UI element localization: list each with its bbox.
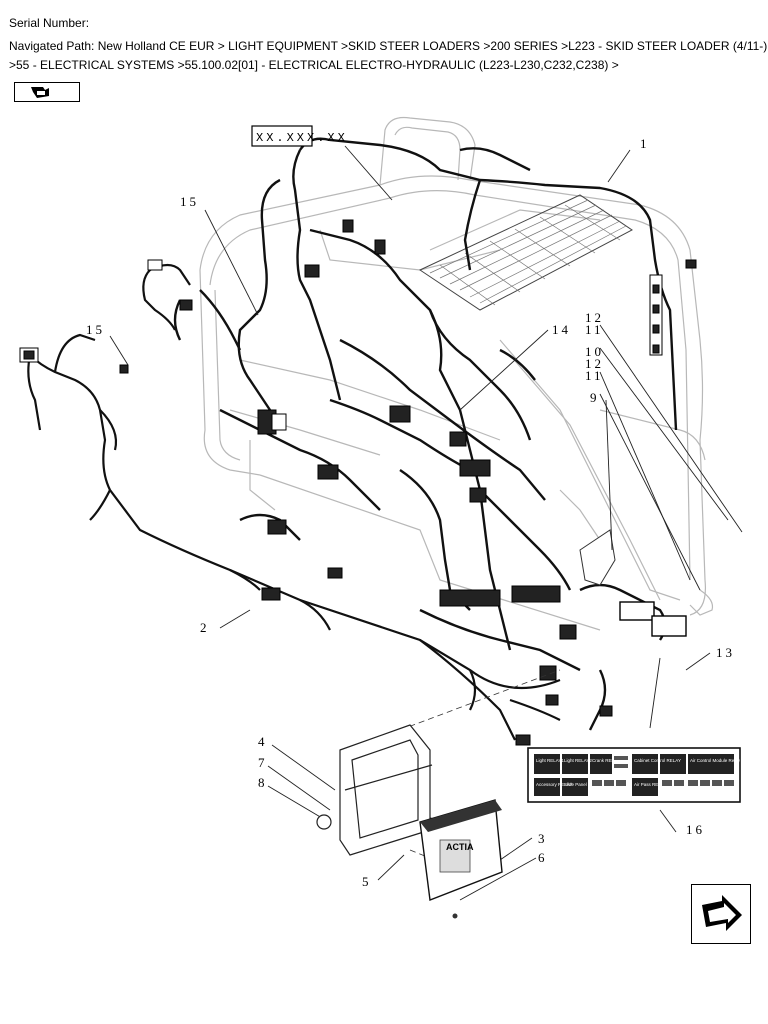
relay-decal: Light RELAY1 Light RELAY2 Crank RELAY Ca… (527, 747, 741, 803)
wiring-harness-diagram: ACTIA Light RELAY1 Light RELAY2 Crank RE… (19, 116, 743, 919)
main-harness (173, 137, 678, 731)
relay-bracket (579, 529, 616, 586)
forward-arrow-icon (702, 895, 742, 931)
decal-label: Light RELAY1 (536, 758, 564, 763)
callout-11: 11 (585, 368, 604, 383)
callout-4: 4 (258, 734, 268, 749)
callout-8: 8 (258, 775, 268, 790)
callout-13: 13 (716, 645, 735, 660)
callout-15: 15 (180, 194, 199, 209)
callout-15: 15 (86, 322, 105, 337)
callout-12: 12 (585, 356, 604, 371)
callout-12: 12 (585, 310, 604, 325)
decal-label: Accessory RELAY (536, 782, 572, 787)
ecu-mounting-bracket (316, 724, 433, 856)
floor-harness (27, 263, 561, 741)
decal-label: Cabinet Control RELAY (634, 758, 681, 763)
callout-3: 3 (538, 831, 548, 846)
callout-16: 16 (686, 822, 705, 837)
callout-14: 14 (552, 322, 571, 337)
callout-11: 11 (585, 322, 604, 337)
navigated-path-line-1: Navigated Path: New Holland CE EUR > LIG… (9, 39, 768, 53)
callout-2: 2 (200, 620, 210, 635)
decal-label: Crank RELAY (592, 758, 620, 763)
part-tag-box (251, 125, 313, 147)
callout-7: 7 (258, 755, 268, 770)
forward-button[interactable] (691, 884, 751, 944)
serial-number-label: Serial Number: (9, 16, 90, 30)
module-label: ACTIA (446, 842, 474, 852)
callout-5: 5 (362, 874, 372, 889)
decal-label: Air Control Module Relay (690, 758, 741, 763)
loader-frame (199, 116, 714, 631)
connectors (19, 219, 697, 746)
decal-label: Slide Panel RELAY (564, 782, 602, 787)
callout-10: 10 (585, 344, 604, 359)
callout-1: 1 (640, 136, 650, 151)
decal-label: Air Pass RELAY (634, 782, 666, 787)
part-tag-text: XX.XXX.XX (256, 131, 348, 145)
callout-6: 6 (538, 850, 548, 865)
radiator-grille (418, 194, 633, 311)
back-button[interactable] (14, 82, 80, 102)
callout-9: 9 (590, 390, 600, 405)
leader-lines (109, 145, 743, 901)
back-arrow-icon (31, 87, 49, 98)
navigated-path-line-2: >55 - ELECTRICAL SYSTEMS >55.100.02[01] … (9, 58, 619, 72)
decal-label: Light RELAY2 (564, 758, 592, 763)
ecu-controller-module: ACTIA (419, 799, 503, 919)
